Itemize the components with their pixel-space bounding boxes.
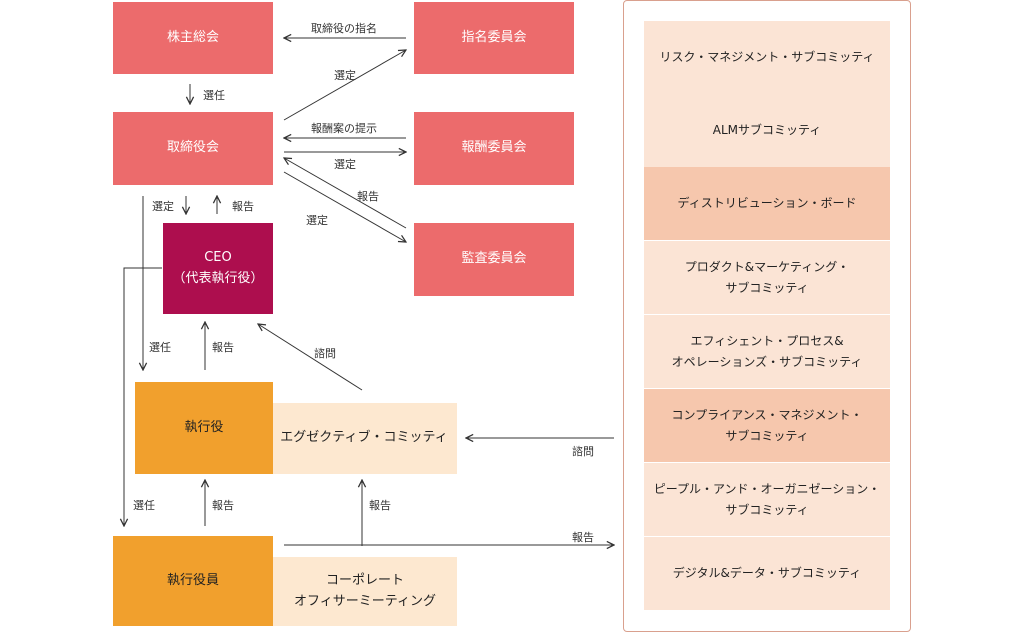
label-report-subcommittees: 報告: [572, 531, 594, 544]
ceo-label: CEO （代表執行役）: [172, 249, 264, 286]
compensation-committee-label: 報酬委員会: [461, 140, 527, 156]
subcommittee-item: リスク・マネジメント・サブコミッティ: [644, 21, 890, 94]
nomination-committee-box: 指名委員会: [414, 2, 574, 74]
arrow-board-to-audit: [283, 171, 406, 242]
label-compensation-proposal: 報酬案の提示: [311, 122, 377, 135]
board-box: 取締役会: [113, 112, 273, 185]
label-director-nomination: 取締役の指名: [311, 22, 377, 35]
label-report-meeting: 報告: [369, 499, 391, 512]
label-report-executives: 報告: [212, 341, 234, 354]
corporate-officers-label: 執行役員: [166, 572, 219, 588]
label-report-ceo: 報告: [232, 200, 254, 213]
label-elect-executives: 選任: [149, 341, 171, 354]
subcommittee-item: ALMサブコミッティ: [644, 94, 890, 167]
executive-officers-box: 執行役: [135, 382, 273, 474]
label-elect-board: 選任: [203, 89, 225, 102]
label-select-audit: 選定: [306, 214, 328, 227]
subcommittee-label: プロダクト&マーケティング・ サブコミッティ: [684, 260, 850, 295]
board-label: 取締役会: [166, 140, 219, 156]
label-consult-ceo: 諮問: [314, 347, 336, 360]
nomination-committee-label: 指名委員会: [461, 29, 527, 45]
subcommittee-label: デジタル&データ・サブコミッティ: [672, 566, 862, 581]
subcommittee-label: エフィシェント・プロセス& オペレーションズ・サブコミッティ: [671, 334, 863, 369]
ceo-box: CEO （代表執行役）: [163, 223, 273, 314]
arrow-board-to-nomination: [283, 50, 406, 121]
shareholders-box: 株主総会: [113, 2, 273, 74]
compensation-committee-box: 報酬委員会: [414, 112, 574, 185]
executive-committee-label: エグゼクティブ・コミッティ: [280, 430, 448, 446]
corporate-officers-box: 執行役員: [113, 536, 273, 626]
executive-officers-label: 執行役: [184, 419, 224, 435]
shareholders-label: 株主総会: [166, 29, 219, 45]
label-select-compensation: 選定: [334, 158, 356, 171]
subcommittee-label: ALMサブコミッティ: [712, 123, 822, 138]
subcommittee-label: ディストリビューション・ボード: [677, 196, 857, 211]
label-elect-officers: 選任: [133, 499, 155, 512]
arrow-ceo-to-officers: [124, 267, 162, 526]
subcommittee-item: ディストリビューション・ボード: [644, 167, 890, 240]
label-select-nomination: 選定: [334, 69, 356, 82]
subcommittee-label: ピープル・アンド・オーガニゼーション・ サブコミッティ: [653, 482, 881, 517]
label-report-audit: 報告: [357, 190, 379, 203]
arrow-committee-to-ceo: [258, 324, 363, 391]
audit-committee-label: 監査委員会: [461, 251, 527, 267]
subcommittee-item: ピープル・アンド・オーガニゼーション・ サブコミッティ: [644, 463, 890, 536]
subcommittee-item: コンプライアンス・マネジメント・ サブコミッティ: [644, 389, 890, 462]
subcommittee-item: プロダクト&マーケティング・ サブコミッティ: [644, 241, 890, 314]
subcommittee-panel: [623, 0, 911, 632]
subcommittee-label: リスク・マネジメント・サブコミッティ: [659, 50, 875, 65]
label-select-ceo: 選定: [152, 200, 174, 213]
arrow-audit-to-board: [284, 158, 407, 229]
subcommittee-item: デジタル&データ・サブコミッティ: [644, 537, 890, 610]
subcommittee-label: コンプライアンス・マネジメント・ サブコミッティ: [671, 408, 863, 443]
audit-committee-box: 監査委員会: [414, 223, 574, 296]
executive-committee-box: エグゼクティブ・コミッティ: [263, 403, 457, 474]
corporate-meeting-box: コーポレート オフィサーミーティング: [263, 557, 457, 626]
corporate-meeting-label: コーポレート オフィサーミーティング: [294, 572, 436, 609]
subcommittee-item: エフィシェント・プロセス& オペレーションズ・サブコミッティ: [644, 315, 890, 388]
label-consult-subcommittees: 諮問: [572, 445, 594, 458]
label-report-officers: 報告: [212, 499, 234, 512]
